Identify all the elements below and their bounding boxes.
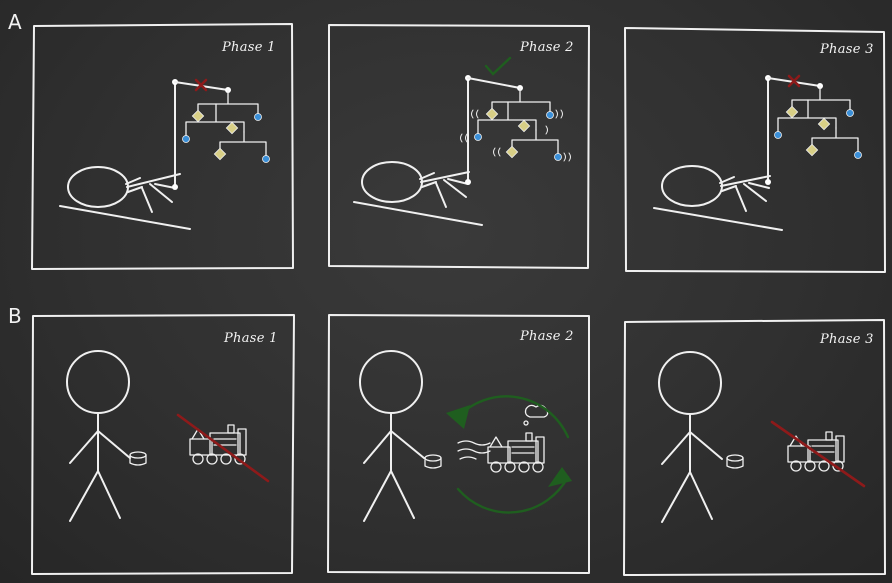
mobile-hanging	[186, 90, 266, 156]
phase-label: Phase 1	[222, 40, 276, 55]
motion-lines	[458, 441, 490, 459]
green-cycle-arrow-top	[458, 396, 568, 437]
phase-label: Phase 1	[224, 331, 278, 346]
crib-line	[354, 202, 482, 225]
baby-limbs	[736, 183, 769, 211]
row-label-b: B	[8, 304, 22, 328]
green-check-icon	[486, 58, 510, 74]
phase-label: Phase 3	[820, 42, 874, 57]
blue-ornament	[255, 114, 262, 121]
panel-a-phase-1: Phase 1	[30, 22, 294, 270]
green-arrowhead	[446, 405, 470, 429]
cup-icon	[425, 455, 441, 461]
row-label-a: A	[8, 10, 22, 34]
train-icon	[488, 433, 544, 472]
baby-head	[68, 167, 128, 207]
panel-frame	[622, 318, 886, 576]
mobile-hanging	[778, 86, 858, 152]
green-arrowhead	[548, 467, 572, 487]
baby-limbs	[436, 179, 468, 207]
panel-a-phase-3: Phase 3	[622, 26, 886, 274]
phase-label: Phase 3	[820, 332, 874, 347]
mobile-hanging	[478, 88, 558, 154]
panel-frame	[30, 22, 294, 270]
baby-limbs	[142, 184, 175, 212]
person-legs	[70, 471, 120, 521]
panel-frame	[326, 313, 590, 575]
baby-head	[662, 166, 722, 206]
panel-frame	[622, 26, 886, 274]
mobile-arm	[468, 78, 520, 88]
crib-line	[654, 208, 782, 230]
person-arms	[70, 431, 130, 463]
yellow-ornament	[192, 110, 203, 121]
person-arms	[364, 431, 424, 463]
panel-b-phase-1: Phase 1	[30, 313, 294, 575]
person-head	[360, 351, 422, 413]
person-legs	[364, 471, 414, 521]
baby-head	[362, 162, 422, 202]
cup-icon	[130, 452, 146, 458]
cup-icon	[727, 455, 743, 461]
person-arms	[662, 432, 722, 464]
person-head	[67, 351, 129, 413]
person-legs	[662, 472, 712, 522]
blue-ornament	[263, 156, 270, 163]
yellow-ornament	[226, 122, 237, 133]
panel-frame	[30, 313, 294, 575]
crib-line	[60, 206, 190, 229]
panel-b-phase-3: Phase 3	[622, 318, 886, 576]
yellow-ornament	[214, 148, 225, 159]
panel-a-phase-2: Phase 2	[326, 22, 590, 270]
panel-b-phase-2: Phase 2	[326, 313, 590, 575]
red-strike-line	[772, 422, 864, 486]
person-head	[659, 352, 721, 414]
panel-frame	[326, 22, 590, 270]
phase-label: Phase 2	[520, 329, 574, 344]
red-strike-line	[178, 415, 268, 481]
blue-ornament	[183, 136, 190, 143]
phase-label: Phase 2	[520, 40, 574, 55]
